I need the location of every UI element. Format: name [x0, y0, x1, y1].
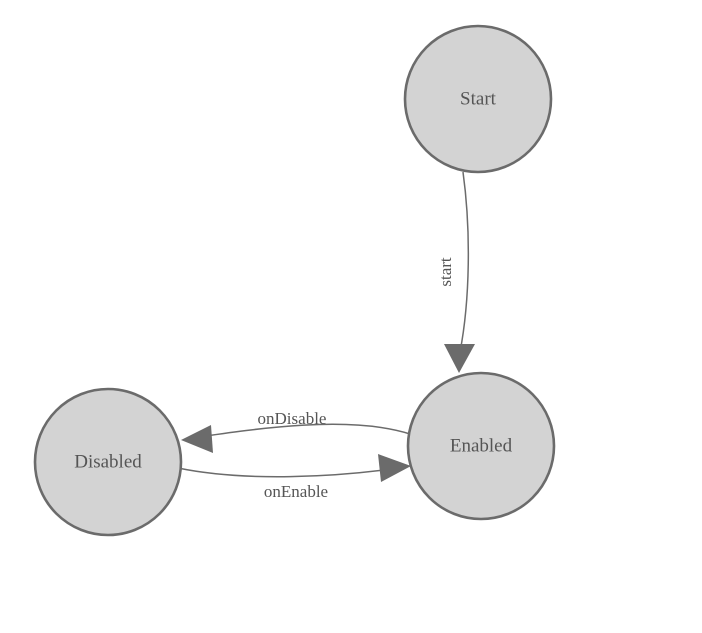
edge-label-start: start	[436, 257, 455, 287]
arrowhead-icon-start-to-enabled	[444, 344, 475, 373]
edge-start-to-enabled[interactable]: start	[436, 171, 475, 373]
arrowhead-icon-disabled-to-enabled	[378, 454, 411, 482]
edge-line-enabled-to-disabled	[191, 423, 411, 439]
state-node-enabled-label: Enabled	[450, 435, 513, 456]
state-node-disabled-label: Disabled	[74, 451, 142, 472]
edge-line-start-to-enabled	[459, 171, 470, 353]
edge-group: start onDisable onEnable	[177, 171, 475, 501]
node-group: Start Disabled Enabled	[33, 24, 556, 537]
state-node-enabled-circle	[406, 371, 556, 521]
state-node-start[interactable]: Start	[403, 24, 553, 174]
edge-enabled-to-disabled[interactable]: onDisable	[181, 409, 411, 453]
edge-label-on-enable: onEnable	[264, 482, 328, 501]
state-node-enabled[interactable]: Enabled	[406, 371, 556, 521]
edge-line-disabled-to-enabled	[177, 467, 400, 478]
state-node-start-circle	[403, 24, 553, 174]
state-node-disabled[interactable]: Disabled	[33, 387, 183, 537]
state-node-disabled-circle	[33, 387, 183, 537]
arrowhead-icon-enabled-to-disabled	[181, 425, 213, 453]
edge-disabled-to-enabled[interactable]: onEnable	[177, 454, 411, 501]
edge-label-on-disable: onDisable	[258, 409, 327, 428]
state-node-start-label: Start	[460, 88, 497, 109]
